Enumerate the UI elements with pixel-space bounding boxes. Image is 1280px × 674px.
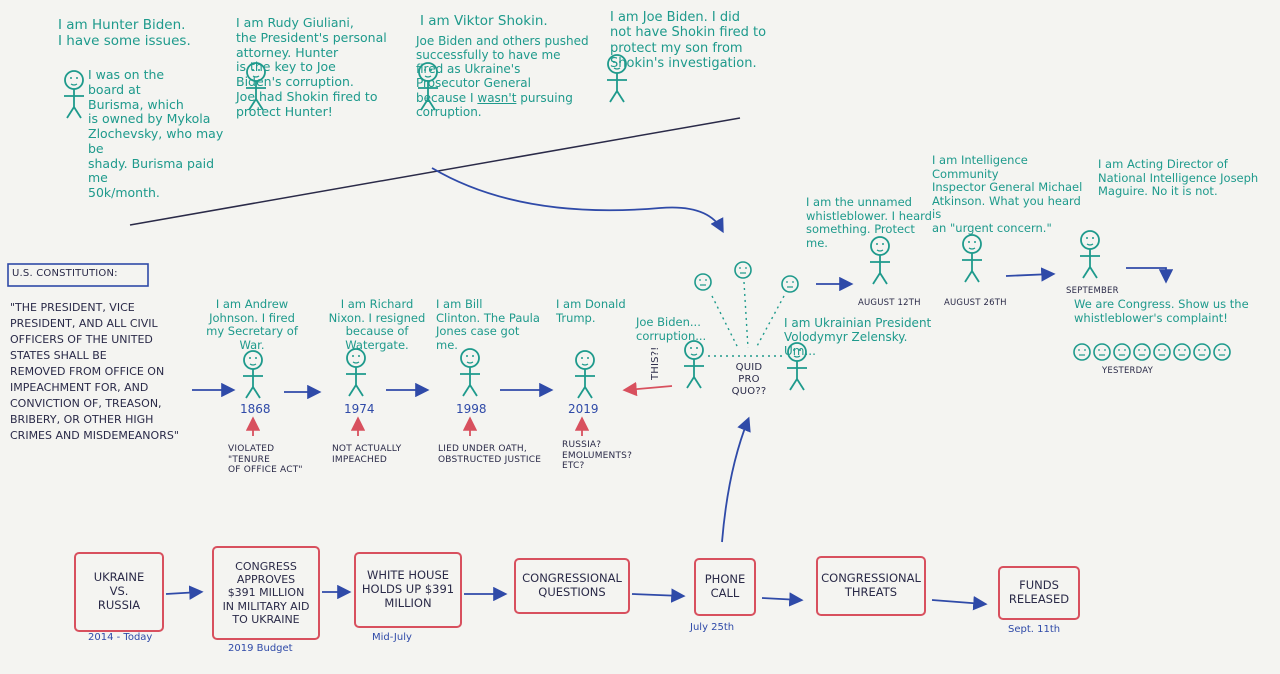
quid-pro-quo: Quid pro quo?? [731,362,767,397]
listener-face-3 [781,275,799,293]
timeline-box-funds-released: Funds released [998,566,1080,620]
dots-1 [711,295,739,349]
hunter-statement: I was on the board at Burisma, which is … [88,67,224,200]
johnson-figure [242,350,264,399]
timeline-box-congress-approves: Congress approves $391 million in milita… [212,546,320,640]
joe-caption: I am Joe Biden. I did not have Shokin fi… [610,10,767,71]
constitution-box [7,263,149,287]
arrow-tl-5 [761,592,804,607]
nixon-figure [345,348,367,397]
nixon-year: 1974 [344,402,375,416]
shokin-intro: I am Viktor Shokin. [420,13,548,29]
johnson-reason: Violated "Tenure of Office Act" [228,444,303,476]
trump-figure [574,350,596,399]
trump-call-caption: Joe Biden... corruption... [636,315,707,343]
ig-caption: I am Intelligence Community Inspector Ge… [932,153,1083,235]
timeline-box-phone-call: Phone call [694,558,756,616]
dni-caption: I am Acting Director of National Intelli… [1098,157,1259,199]
timeline-box-ukraine-russia: Ukraine vs. Russia [74,552,164,632]
congress-face-5 [1153,343,1171,361]
congress-date: Yesterday [1102,366,1153,376]
clinton-year: 1998 [456,402,487,416]
arrow-tl-6 [931,595,988,611]
dots-2 [743,281,749,349]
hunter-intro: I am Hunter Biden. I have some issues. [58,17,191,49]
this-label: This?! [650,346,661,380]
arrow-this [622,381,673,397]
hunter-figure [63,70,85,119]
zelensky-caption: I am Ukrainian President Volodymyr Zelen… [784,316,932,359]
ig-figure [961,234,983,283]
listener-face-2 [734,261,752,279]
rudy-caption: I am Rudy Giuliani, the President's pers… [236,15,387,119]
constitution-quote: "The President, Vice President, and all … [10,301,179,442]
ig-date: August 26th [944,298,1007,308]
johnson-caption: I am Andrew Johnson. I fired my Secretar… [206,297,298,352]
timeline-box-congressional-threats: Congressional threats [816,556,926,616]
whistleblower-date: August 12th [858,298,921,308]
trump-reason: Russia? Emoluments? Etc? [562,440,633,472]
arrow-ig-dni [1005,267,1056,282]
nixon-reason: Not actually impeached [332,444,402,465]
nixon-caption: I am Richard Nixon. I resigned because o… [328,297,426,352]
arrow-dni-congress [1126,267,1174,284]
constitution-heading: U.S. Constitution: [12,268,118,279]
clinton-caption: I am Bill Clinton. The Paula Jones case … [436,297,540,352]
congress-face-8 [1213,343,1231,361]
arrow-phonecall-up [721,416,751,543]
congress-face-4 [1133,343,1151,361]
johnson-year: 1868 [240,402,271,416]
dni-figure [1079,230,1101,279]
congress-face-6 [1173,343,1191,361]
timeline-date-phone-call: July 25th [690,622,735,633]
whistleblower-caption: I am the unnamed whistleblower. I heard … [806,195,932,250]
congress-caption: We are Congress. Show us the whistleblow… [1074,297,1249,325]
arrow-tl-1 [165,585,204,600]
timeline-box-white-house: White House holds up $391 million [354,552,462,628]
listener-face-1 [694,273,712,291]
divider-line [129,117,741,226]
trump-year: 2019 [568,402,599,416]
clinton-figure [459,348,481,397]
congress-face-3 [1113,343,1131,361]
congress-face-7 [1193,343,1211,361]
clinton-reason: Lied under oath, obstructed justice [438,444,542,465]
arrow-tl-4 [631,588,686,603]
timeline-box-congressional-questions: Congressional questions [514,558,630,614]
arrow-to-call [431,167,724,234]
timeline-date-funds-released: Sept. 11th [1008,624,1061,635]
dni-date: September [1066,286,1119,296]
dots-3 [755,295,785,349]
timeline-date-ukraine-russia: 2014 - Today [88,632,153,643]
trump-caption: I am Donald Trump. [556,297,626,325]
trump-call-figure [683,340,705,389]
congress-face-1 [1073,343,1091,361]
timeline-date-congress-approves: 2019 Budget [228,643,293,654]
congress-face-2 [1093,343,1111,361]
timeline-date-white-house: Mid-July [372,632,412,643]
shokin-statement: Joe Biden and others pushed successfully… [416,34,589,119]
